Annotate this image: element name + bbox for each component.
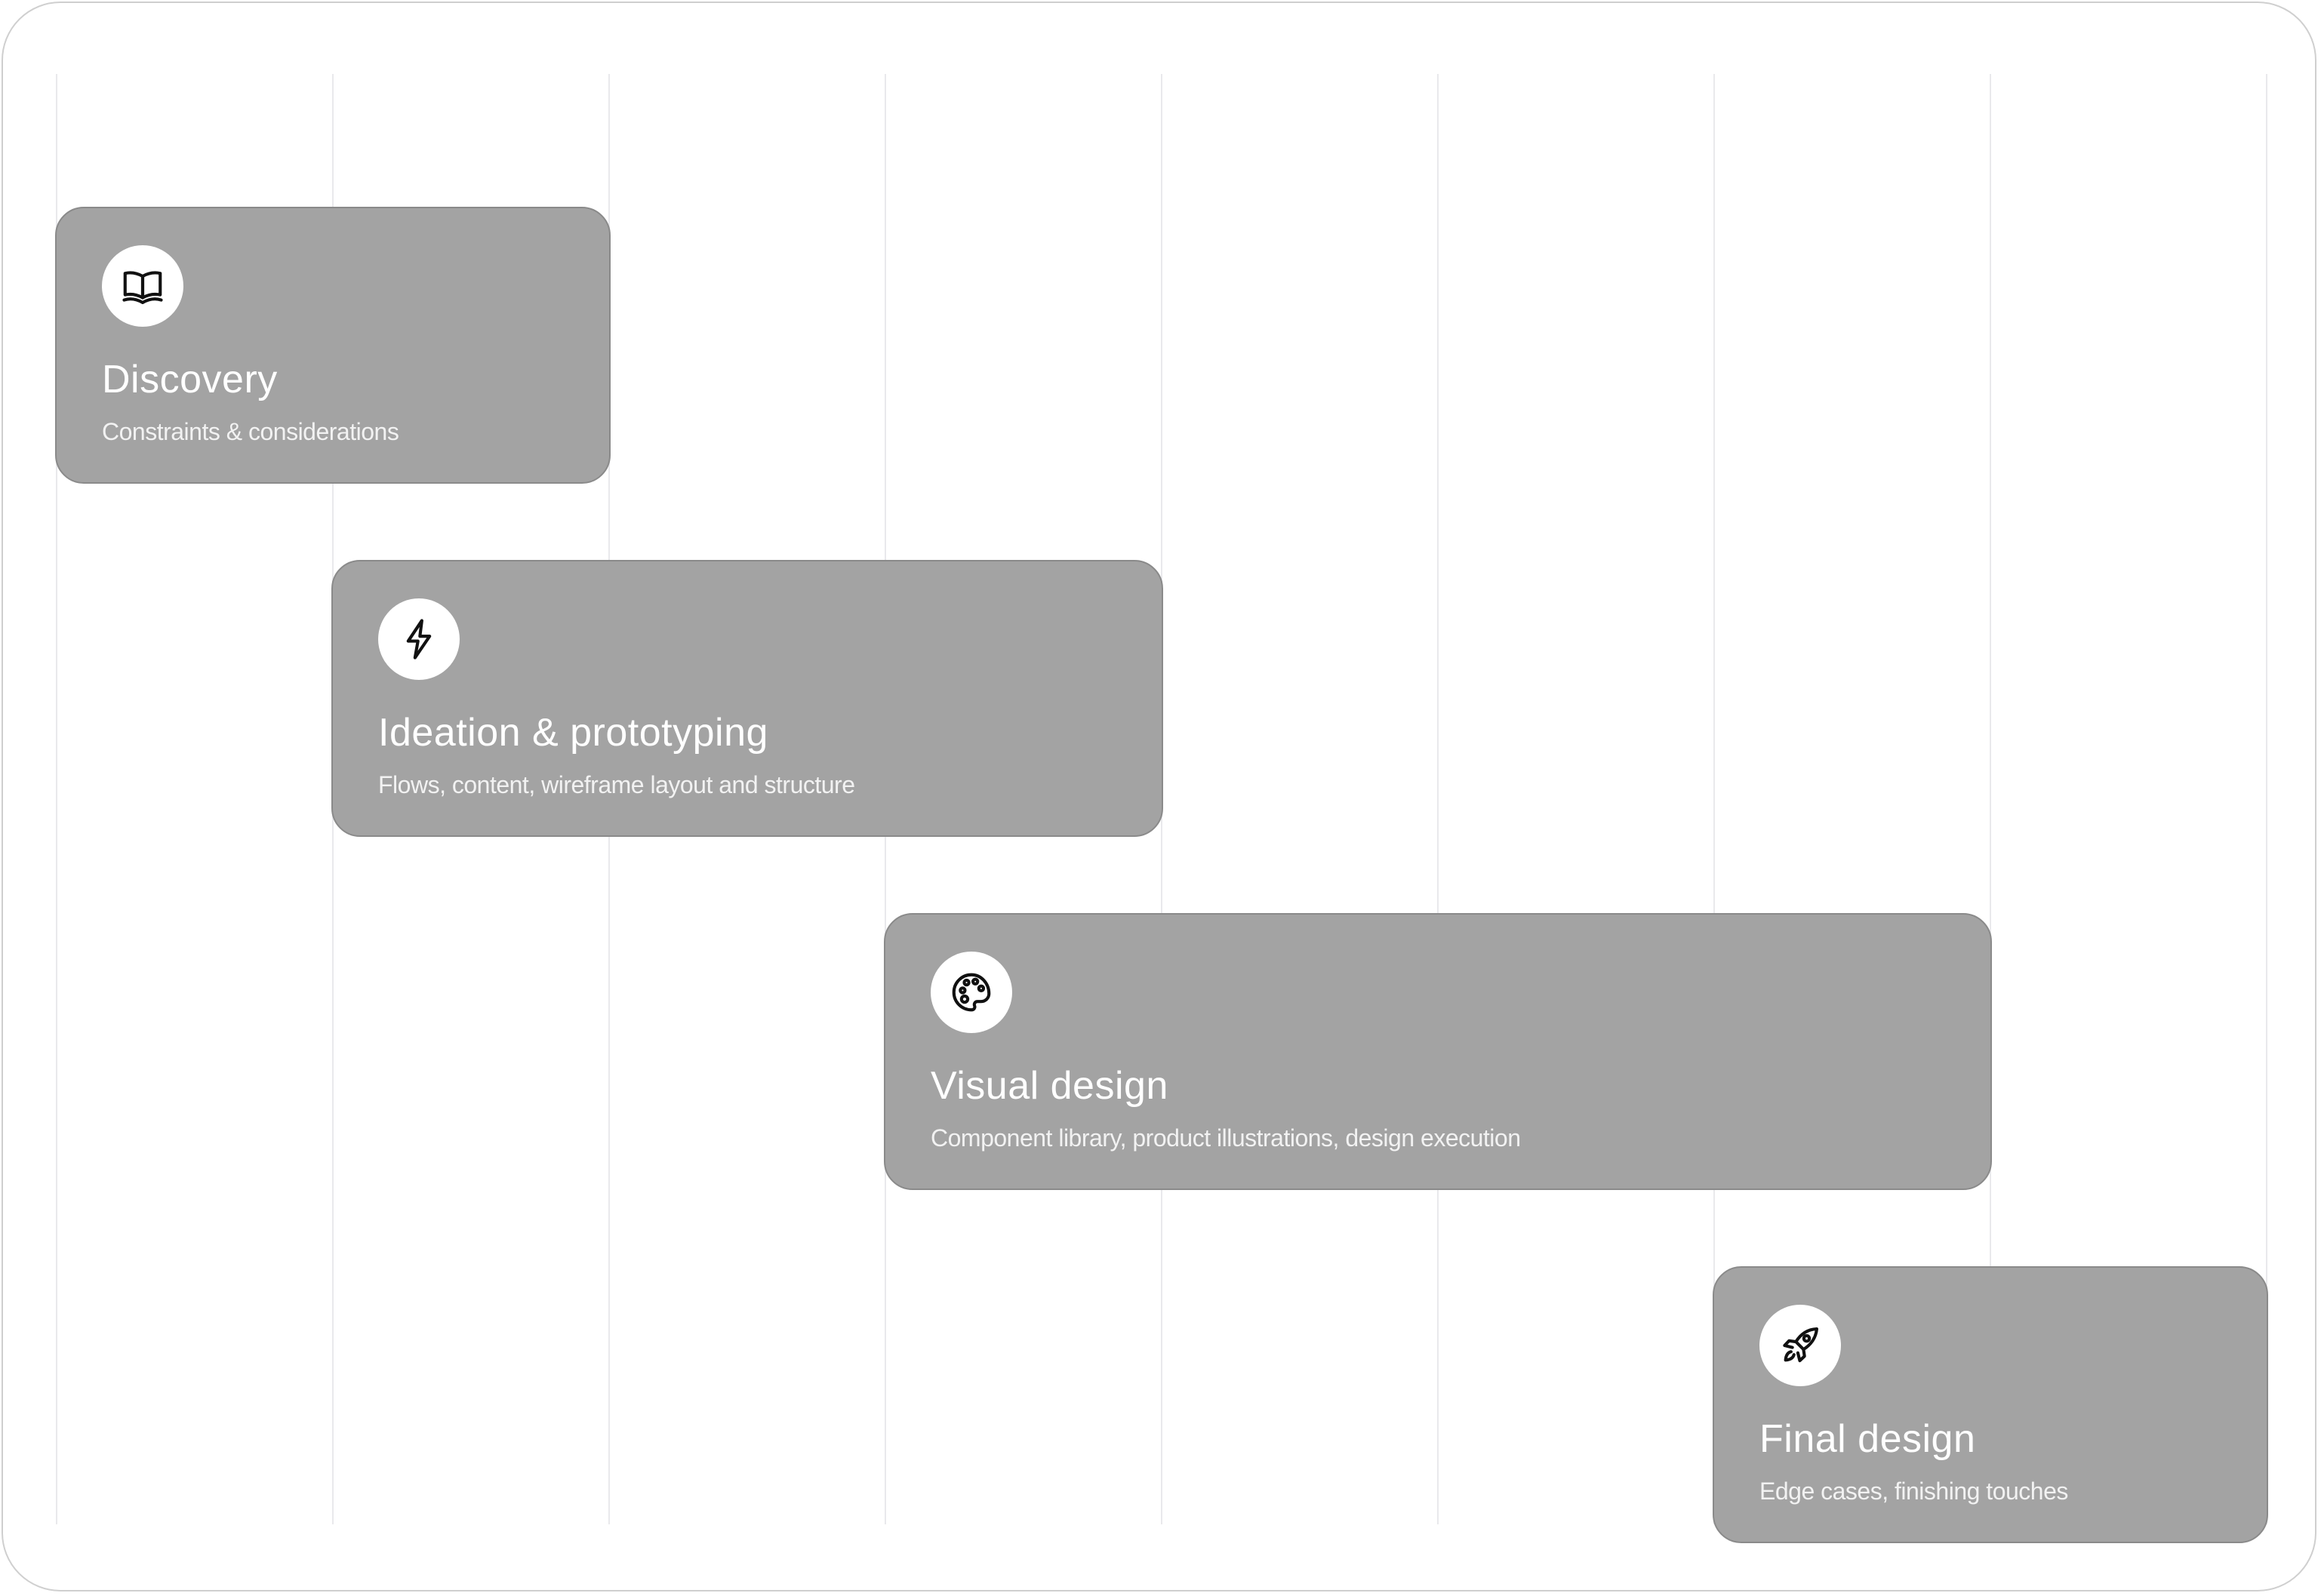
phase-card-discovery: Discovery Constraints & considerations [55,207,611,484]
column-gridline [1437,74,1439,1524]
column-gridline [2266,74,2267,1524]
phase-description: Component library, product illustrations… [931,1124,1521,1152]
phase-description: Edge cases, finishing touches [1759,1478,2068,1505]
phase-card-final-design: Final design Edge cases, finishing touch… [1713,1266,2268,1543]
phase-title: Discovery [102,358,278,401]
phase-icon-badge [931,952,1012,1033]
rocket-icon [1783,1327,1819,1363]
column-gridline [56,74,57,1524]
phase-title: Ideation & prototyping [378,711,768,755]
book-open-icon [122,271,163,305]
phase-icon-badge [378,598,460,680]
phase-title: Final design [1759,1417,1976,1461]
phase-title: Visual design [931,1064,1168,1108]
phase-icon-badge [1759,1305,1841,1386]
column-gridline [1713,74,1715,1524]
palette-icon [952,973,991,1012]
phase-card-ideation: Ideation & prototyping Flows, content, w… [331,560,1163,837]
phase-card-visual-design: Visual design Component library, product… [884,913,1992,1190]
column-gridline [1990,74,1991,1524]
lightning-bolt-icon [406,619,432,660]
phase-icon-badge [102,245,183,327]
phase-description: Constraints & considerations [102,418,399,445]
phase-description: Flows, content, wireframe layout and str… [378,771,855,798]
